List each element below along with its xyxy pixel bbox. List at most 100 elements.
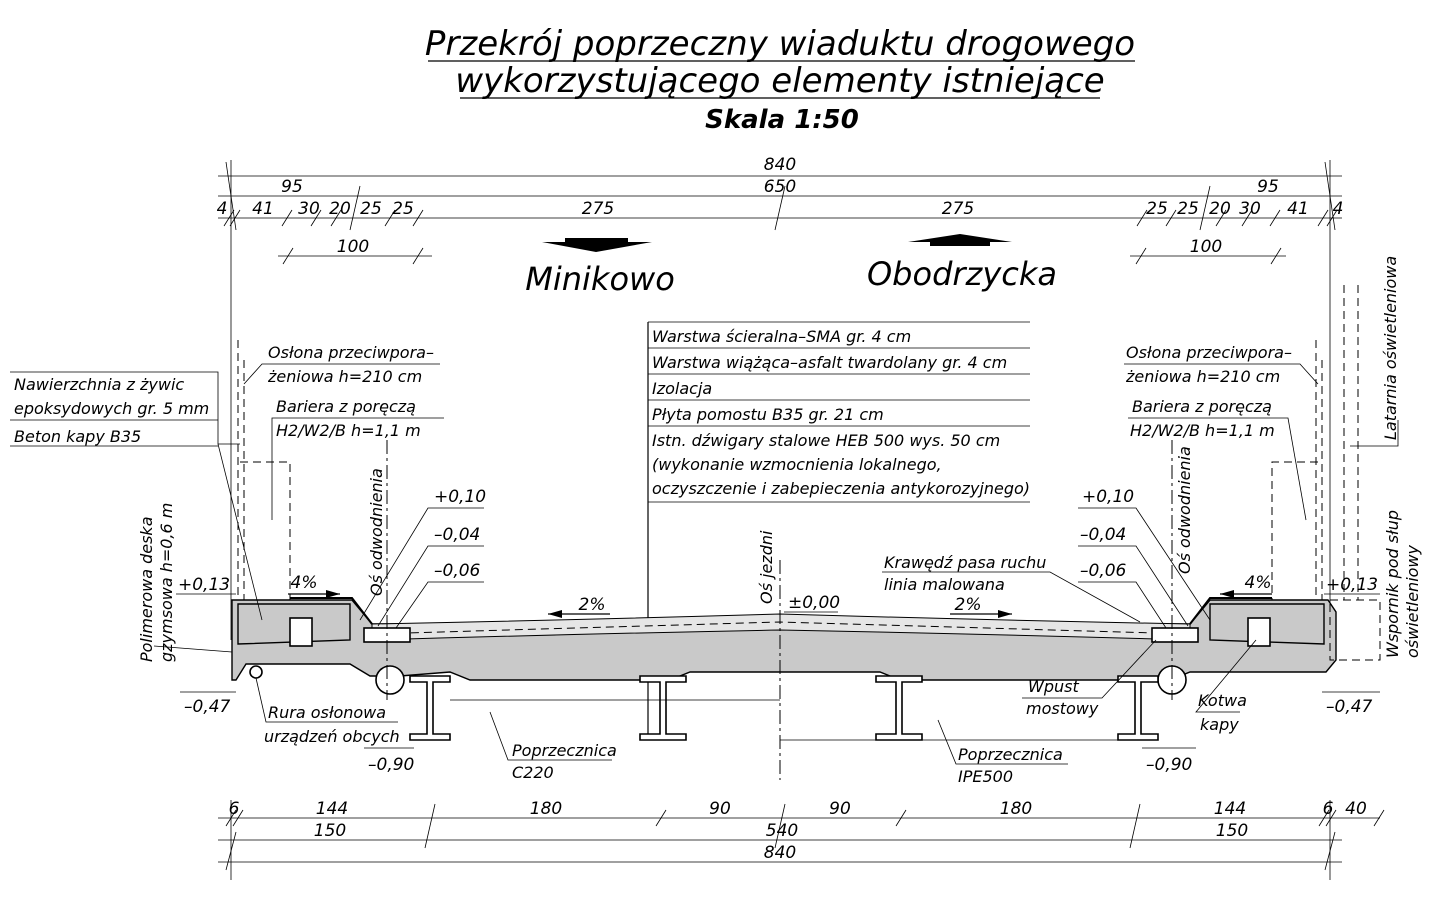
- dim-bottom-overall: 840: [764, 843, 796, 863]
- label-wspornik-1: Wspornik pod słup: [1383, 510, 1402, 658]
- center-annotations: Oś jezdni ±0,00: [757, 530, 840, 613]
- slope-cap-left: 4%: [291, 573, 318, 593]
- label-poprzecznica-right-1: Poprzecznica: [958, 745, 1063, 764]
- dim-right-seg-4: 41: [1287, 199, 1309, 219]
- labels-right: Krawędź pasa ruchu linia malowana Osłona…: [882, 256, 1422, 786]
- title-block: Przekrój poprzeczny wiaduktu drogowego w…: [425, 24, 1135, 135]
- level-right-plus-010: +0,10: [1082, 487, 1134, 507]
- layers-table: Warstwa ścieralna–SMA gr. 4 cm Warstwa w…: [647, 321, 1030, 740]
- dim-sub-left: 100: [337, 237, 369, 257]
- dim-left-seg-1: 41: [252, 199, 274, 219]
- label-bariera-left-2: H2/W2/B h=1,1 m: [276, 421, 421, 440]
- label-poprzecznica-left-2: C220: [512, 763, 554, 782]
- label-beton-kapy: Beton kapy B35: [14, 427, 141, 446]
- dim-left-seg-0: 4: [217, 199, 228, 219]
- dim-carriageway: 650: [764, 177, 796, 197]
- layer-5: Istn. dźwigary stalowe HEB 500 wys. 50 c…: [652, 431, 1000, 450]
- dim-bottom-5: 180: [1000, 799, 1032, 819]
- dim-bottom-0: 6: [229, 799, 240, 819]
- label-os-odwodnienia-right: Oś odwodnienia: [1175, 446, 1194, 574]
- label-os-jezdni: Oś jezdni: [757, 530, 776, 604]
- level-left-minus-006: –0,06: [434, 561, 481, 581]
- dim-right-seg-2: 20: [1209, 199, 1231, 219]
- dim-right-seg-1: 25: [1177, 199, 1199, 219]
- title-line-1: Przekrój poprzeczny wiaduktu drogowego: [425, 24, 1135, 64]
- dim-lane-right: 275: [942, 199, 974, 219]
- dim-bottom-4: 90: [829, 799, 851, 819]
- layer-3: Izolacja: [652, 379, 712, 398]
- slope-road-left: 2%: [579, 595, 606, 615]
- dim-bottom-1: 144: [316, 799, 348, 819]
- conduit-pipe: [249, 665, 263, 679]
- dim-left-seg-3: 20: [329, 199, 351, 219]
- level-right-plus-013: +0,13: [1326, 575, 1378, 595]
- dim-bottom-2: 180: [530, 799, 562, 819]
- dim-left-seg-2: 30: [298, 199, 320, 219]
- label-kotwa-2: kapy: [1200, 715, 1239, 734]
- label-os-odwodnienia-left: Oś odwodnienia: [367, 468, 386, 596]
- direction-left: Minikowo: [525, 260, 675, 298]
- label-nawierzchnia-2: epoksydowych gr. 5 mm: [14, 399, 209, 418]
- levels-right: +0,10 –0,04 –0,06 +0,13 –0,47 –0,90: [1078, 487, 1380, 775]
- level-right-minus-006: –0,06: [1080, 561, 1127, 581]
- label-rura-1: Rura osłonowa: [268, 703, 386, 722]
- labels-left: Nawierzchnia z żywic epoksydowych gr. 5 …: [10, 343, 617, 782]
- drain-pipe-left: [375, 665, 405, 695]
- dim-right-seg-5: 4: [1333, 199, 1344, 219]
- steel-girders: [409, 675, 1159, 741]
- label-krawedz-2: linia malowana: [884, 575, 1005, 594]
- dim-cap-right: 95: [1257, 177, 1279, 197]
- layer-4: Płyta pomostu B35 gr. 21 cm: [652, 405, 884, 424]
- dim-left-seg-4: 25: [360, 199, 382, 219]
- level-right-minus-047: –0,47: [1326, 697, 1373, 717]
- dim-bottom-3: 90: [709, 799, 731, 819]
- label-poprzecznica-right-2: IPE500: [958, 767, 1013, 786]
- lamp-bracket: [1329, 599, 1381, 661]
- level-right-minus-004: –0,04: [1080, 525, 1126, 545]
- label-oslona-left-1: Osłona przeciwpora–: [268, 343, 434, 362]
- level-left-minus-004: –0,04: [434, 525, 480, 545]
- dim-left-seg-5: 25: [392, 199, 414, 219]
- drain-right: [1151, 627, 1199, 643]
- level-right-minus-090: –0,90: [1146, 755, 1192, 775]
- label-poprzecznica-left-1: Poprzecznica: [512, 741, 617, 760]
- label-nawierzchnia-1: Nawierzchnia z żywic: [14, 375, 184, 394]
- label-krawedz-1: Krawędź pasa ruchu: [884, 553, 1046, 572]
- bottom-dimension-lines: 6 144 180 90 90 180 144 6 40 150 540 150…: [218, 799, 1385, 880]
- label-oslona-right-1: Osłona przeciwpora–: [1126, 343, 1292, 362]
- label-wpust-2: mostowy: [1026, 699, 1099, 718]
- levels-left: +0,13 –0,47 +0,10 –0,04 –0,06 –0,90: [176, 487, 486, 775]
- label-polimerowa-2: gzymsowa h=0,6 m: [157, 503, 176, 662]
- anchor-left: [289, 617, 313, 647]
- direction-right: Obodrzycka: [867, 255, 1057, 293]
- label-bariera-right-2: H2/W2/B h=1,1 m: [1130, 421, 1275, 440]
- level-left-minus-090: –0,90: [368, 755, 414, 775]
- dim-right-seg-0: 25: [1146, 199, 1168, 219]
- top-dimension-lines: 840 650 95 95 4 41 30 20 25 25 275 275 2…: [217, 155, 1344, 640]
- drawing-scale: Skala 1:50: [705, 105, 859, 135]
- arrow-right-direction: [908, 234, 1012, 246]
- slope-cap-right: 4%: [1245, 573, 1272, 593]
- title-line-2: wykorzystującego elementy istniejące: [455, 61, 1104, 101]
- layer-5-note-b: oczyszczenie i zabepieczenia antykorozyj…: [652, 479, 1030, 498]
- deck-structure: [231, 285, 1381, 780]
- level-left-minus-047: –0,47: [184, 697, 231, 717]
- anchor-right: [1247, 617, 1271, 647]
- label-latarnia: Latarnia oświetleniowa: [1381, 256, 1400, 440]
- layer-5-note-a: (wykonanie wzmocnienia lokalnego,: [652, 455, 942, 474]
- label-oslona-left-2: żeniowa h=210 cm: [267, 367, 422, 386]
- label-bariera-right-1: Bariera z poręczą: [1132, 397, 1272, 416]
- label-oslona-right-2: żeniowa h=210 cm: [1125, 367, 1280, 386]
- label-wspornik-2: oświetleniowy: [1403, 544, 1422, 658]
- traffic-directions: Minikowo Obodrzycka: [525, 234, 1057, 298]
- dim-sub-right: 100: [1190, 237, 1222, 257]
- level-zero: ±0,00: [788, 593, 840, 613]
- dim-bottom-row2-0: 150: [314, 821, 346, 841]
- dim-right-seg-3: 30: [1239, 199, 1261, 219]
- dim-bottom-8: 40: [1345, 799, 1367, 819]
- dim-bottom-row2-2: 150: [1216, 821, 1248, 841]
- dim-lane-left: 275: [582, 199, 614, 219]
- dim-cap-left: 95: [281, 177, 303, 197]
- slope-road-right: 2%: [955, 595, 982, 615]
